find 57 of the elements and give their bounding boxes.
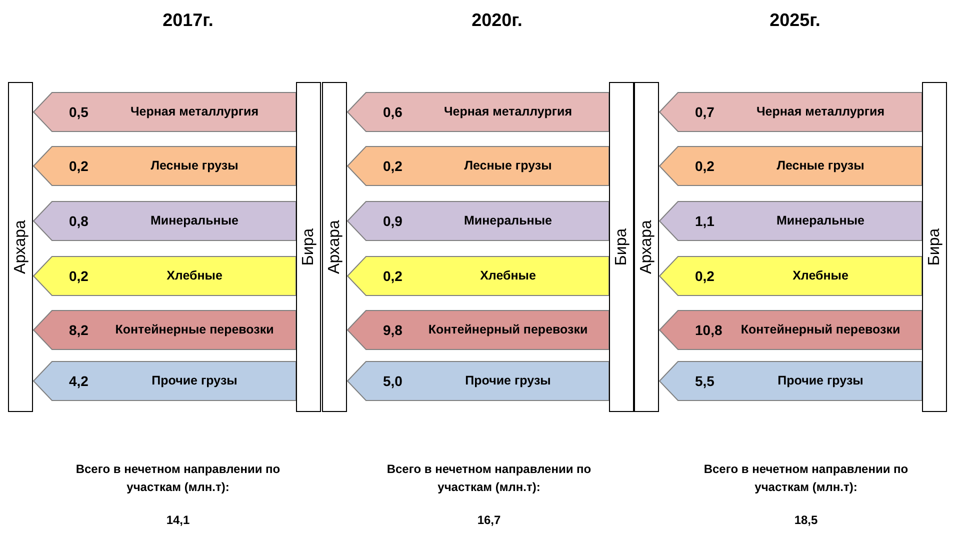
value-label: 0,2 <box>383 158 402 174</box>
value-label: 0,6 <box>383 104 402 120</box>
station-label: Бира <box>926 228 944 266</box>
value-label: 0,8 <box>69 213 88 229</box>
cargo-label: Хлебные <box>166 268 222 284</box>
year-heading: 2017г. <box>162 9 214 31</box>
station-label: Архара <box>12 220 30 274</box>
value-label: 0,2 <box>695 268 714 284</box>
value-label: 4,2 <box>69 373 88 389</box>
cargo-label: Хлебные <box>480 268 536 284</box>
value-label: 8,2 <box>69 322 88 338</box>
summary-text: Всего в нечетном направлении по участкам (млн.т): <box>702 461 910 496</box>
station-bar <box>922 82 947 412</box>
station-bar <box>322 82 347 412</box>
total-value: 16,7 <box>477 512 501 528</box>
station-label: Бира <box>300 228 318 266</box>
cargo-label: Контейнерный перевозки <box>428 322 588 338</box>
cargo-label: Минеральные <box>150 214 238 228</box>
value-label: 0,9 <box>383 213 402 229</box>
cargo-label: Прочие грузы <box>778 374 864 388</box>
cargo-label: Прочие грузы <box>152 374 238 388</box>
value-label: 9,8 <box>383 322 402 338</box>
value-label: 1,1 <box>695 213 714 229</box>
station-label: Архара <box>326 220 344 274</box>
station-label: Архара <box>638 220 656 274</box>
cargo-label: Лесные грузы <box>150 158 238 174</box>
value-label: 0,2 <box>69 268 88 284</box>
cargo-label: Черная металлургия <box>756 104 885 120</box>
value-label: 0,5 <box>69 104 88 120</box>
cargo-label: Черная металлургия <box>130 104 259 120</box>
cargo-label: Минеральные <box>464 214 552 228</box>
value-label: 0,2 <box>383 268 402 284</box>
total-value: 18,5 <box>794 512 818 528</box>
station-label: Бира <box>612 228 630 266</box>
value-label: 0,7 <box>695 104 714 120</box>
cargo-label: Прочие грузы <box>465 374 551 388</box>
station-bar <box>634 82 659 412</box>
total-value: 14,1 <box>166 512 190 528</box>
summary-text: Всего в нечетном направлении по участкам (млн.т): <box>386 461 592 496</box>
station-bar <box>609 82 634 412</box>
station-bar <box>296 82 321 412</box>
value-label: 10,8 <box>695 322 722 338</box>
year-heading: 2020г. <box>472 9 522 31</box>
cargo-label: Контейнерные перевозки <box>115 322 274 338</box>
cargo-label: Хлебные <box>792 268 848 284</box>
value-label: 5,5 <box>695 373 714 389</box>
cargo-label: Лесные грузы <box>776 158 864 174</box>
value-label: 5,0 <box>383 373 402 389</box>
cargo-label: Лесные грузы <box>464 158 552 174</box>
cargo-label: Контейнерный перевозки <box>740 322 900 338</box>
cargo-label: Черная металлургия <box>444 104 572 120</box>
value-label: 0,2 <box>695 158 714 174</box>
year-heading: 2025г. <box>770 9 820 31</box>
summary-text: Всего в нечетном направлении по участкам (млн.т): <box>74 461 282 496</box>
station-bar <box>8 82 33 412</box>
cargo-label: Минеральные <box>776 214 864 228</box>
value-label: 0,2 <box>69 158 88 174</box>
